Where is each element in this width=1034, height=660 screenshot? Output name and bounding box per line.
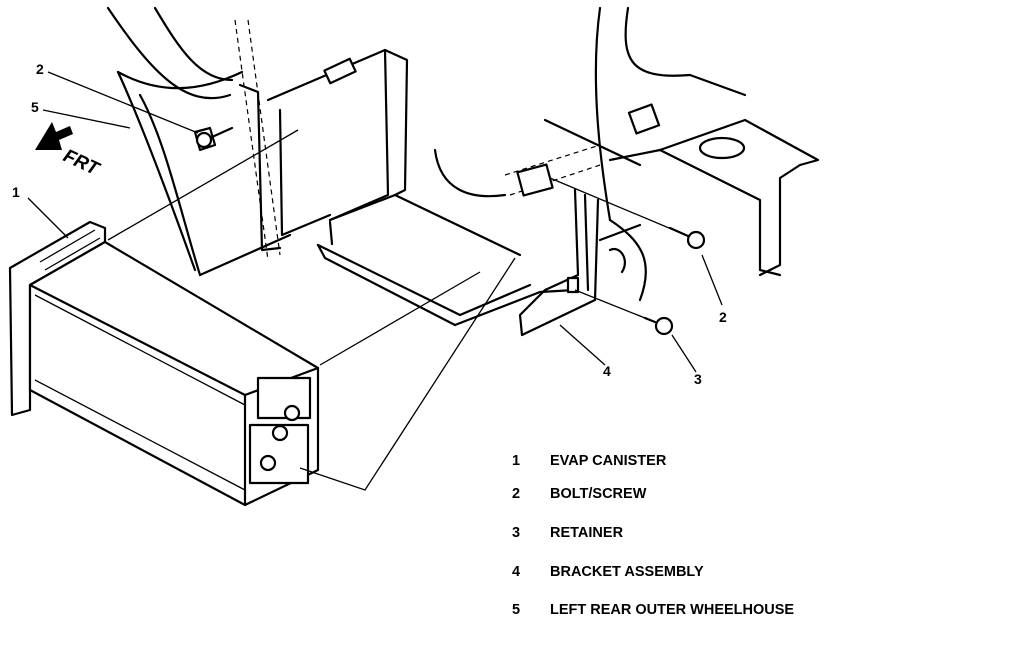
frame-rail	[543, 6, 820, 302]
leader-lines	[27, 71, 723, 373]
legend-label: EVAP CANISTER	[550, 453, 667, 469]
wheelhouse-outline	[106, 6, 282, 277]
legend-number: 5	[512, 602, 521, 618]
callout-4: 4	[603, 363, 611, 379]
callout-5: 5	[31, 99, 39, 115]
legend-number: 2	[512, 486, 521, 502]
legend-label: BOLT/SCREW	[550, 486, 647, 502]
bracket-assembly	[518, 188, 600, 337]
projection-lines	[107, 129, 689, 491]
retainer	[643, 316, 674, 336]
legend-number: 3	[512, 525, 521, 541]
legend-label: LEFT REAR OUTER WHEELHOUSE	[550, 602, 795, 618]
frt-label: FRT	[60, 145, 103, 180]
evap-canister	[8, 220, 320, 507]
bracket-tray	[316, 193, 577, 327]
callout-2-left: 2	[36, 61, 44, 77]
arrow-front-icon	[35, 122, 73, 150]
callout-3: 3	[694, 371, 702, 387]
bolt-left	[193, 126, 234, 152]
legend-number: 1	[512, 453, 521, 469]
legend-label: RETAINER	[550, 525, 624, 541]
legend-number: 4	[512, 564, 521, 580]
legend-label: BRACKET ASSEMBLY	[550, 564, 704, 580]
callout-1: 1	[12, 184, 20, 200]
mounting-bracket	[198, 48, 409, 277]
callout-2-right: 2	[719, 309, 727, 325]
